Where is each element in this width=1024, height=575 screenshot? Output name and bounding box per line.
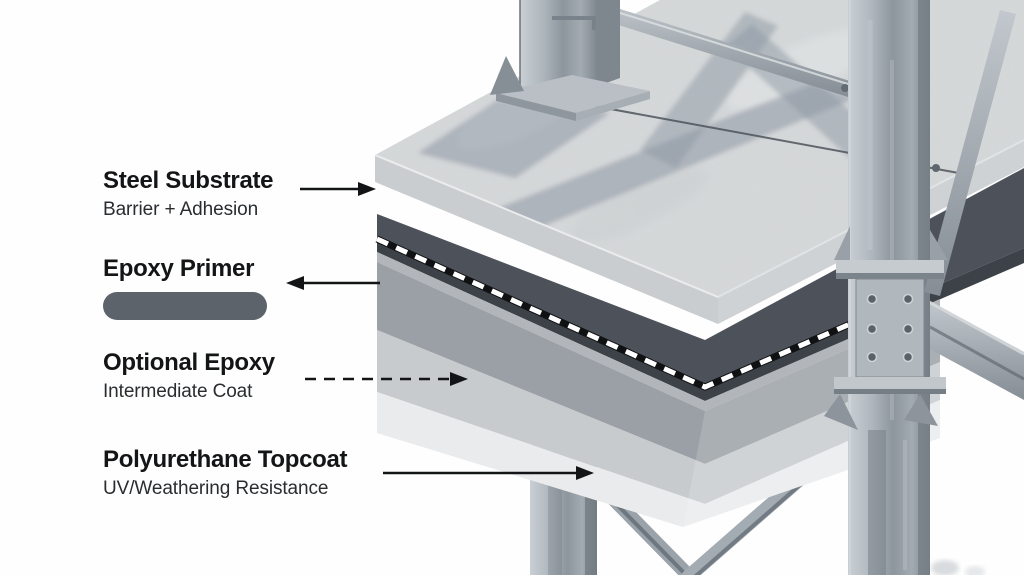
top-brace-highlight [584,1,852,86]
base-plate-front [576,91,650,121]
splice-plate-shadow [836,273,944,279]
label-optional-epoxy-title: Optional Epoxy [103,349,275,376]
top-column-flange [598,0,620,86]
top-brace [580,0,853,97]
label-polyurethane-topcoat-title: Polyurethane Topcoat [103,446,348,473]
layer-intermediate-front [377,262,940,464]
bolt [866,293,878,305]
bolt [932,164,940,172]
label-epoxy-primer: Epoxy Primer [103,256,254,281]
side-beam-web [929,325,1024,381]
arrow-head [450,372,468,386]
splice-cover-plate [855,278,925,378]
label-polyurethane-topcoat: Polyurethane Topcoat UV/Weathering Resis… [103,446,348,500]
splice-plate-top [836,260,944,273]
ground-blur [931,560,959,575]
ground-blur [965,566,985,575]
top-column-shaft [520,0,598,95]
bolt [902,351,914,363]
label-steel-substrate: Steel Substrate Barrier + Adhesion [103,167,274,221]
epoxy-primer-swatch [103,292,267,320]
top-column-bracket [552,16,596,30]
label-polyurethane-topcoat-subtitle: UV/Weathering Resistance [103,478,329,500]
diagonal-tie-brace [924,10,1016,296]
slab-edge-highlight [374,154,719,298]
right-column-web-shadow [868,430,886,575]
arrow-head [576,466,594,480]
column-splice [824,226,948,430]
arrow-head [286,276,304,290]
base-plate-top [496,75,650,113]
splice-gusset-lower [904,394,938,426]
slab-front-face-left [375,155,718,324]
bolt [841,84,849,92]
side-beam [928,300,1024,400]
layer-topcoat-front [377,330,940,504]
splice-gusset-lower [824,394,858,430]
splice-gusset [930,230,948,260]
steel-column-right [824,0,1024,575]
bolt [866,351,878,363]
optional-epoxy-arrow [305,372,468,386]
label-optional-epoxy: Optional Epoxy Intermediate Coat [103,350,275,403]
splice-gusset [834,226,850,260]
annotation-arrows [286,182,594,480]
slab-mottle [571,168,709,242]
steel-substrate-arrow [300,182,376,196]
column-shadow [418,100,610,178]
bolt [902,293,914,305]
base-plate-front [496,93,576,121]
epoxy-primer-arrow [286,276,380,290]
label-optional-epoxy-subtitle: Intermediate Coat [103,381,253,403]
bolt [902,323,914,335]
side-beam-highlight [928,300,1024,356]
splice-plate-bottom [834,377,946,389]
steel-column-top [490,0,853,121]
bolt [866,323,878,335]
polyurethane-topcoat-arrow [383,466,594,480]
label-steel-substrate-subtitle: Barrier + Adhesion [103,199,259,221]
arrow-head [358,182,376,196]
label-steel-substrate-title: Steel Substrate [103,167,274,194]
label-epoxy-primer-title: Epoxy Primer [103,255,255,282]
splice-plate-shadow [834,389,946,394]
base-gusset [490,56,524,95]
layer-topcoat-bottom [377,392,940,527]
